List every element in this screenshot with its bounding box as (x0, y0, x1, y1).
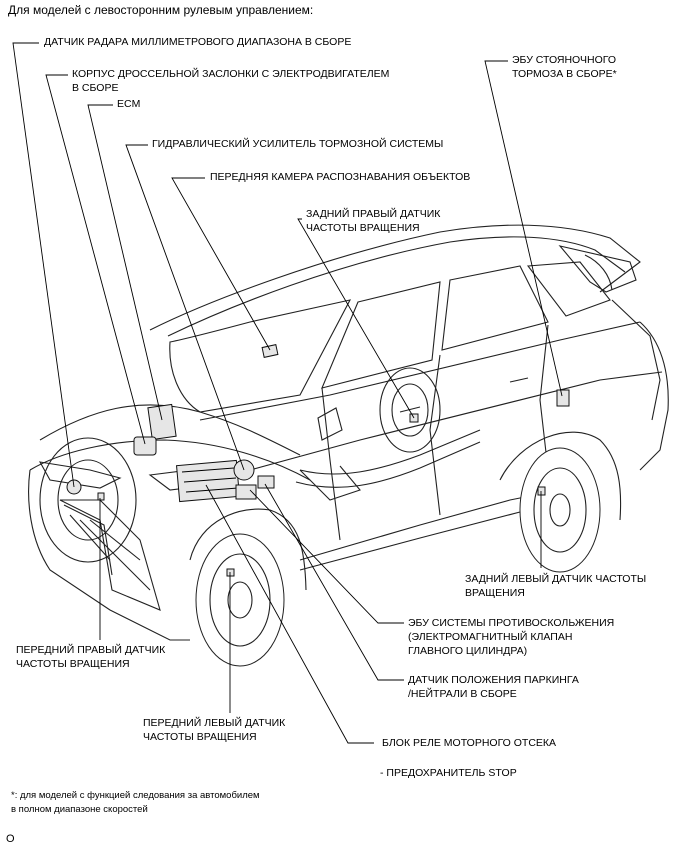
label-parking-brake-ecu-line1: ЭБУ СТОЯНОЧНОГО (512, 54, 617, 66)
label-rear-left-sensor-line2: ВРАЩЕНИЯ (465, 587, 525, 599)
label-throttle-body-line1: КОРПУС ДРОССЕЛЬНОЙ ЗАСЛОНКИ С ЭЛЕКТРОДВИ… (72, 68, 390, 80)
label-skid-control-ecu-line2: (ЭЛЕКТРОМАГНИТНЫЙ КЛАПАН (408, 631, 573, 643)
diagram-header: Для моделей с левосторонним рулевым упра… (8, 3, 314, 17)
label-parking-brake-ecu-line2: ТОРМОЗА В СБОРЕ* (512, 68, 617, 80)
footnote-line2: в полном диапазоне скоростей (11, 804, 148, 815)
label-park-neutral-switch-line1: ДАТЧИК ПОЛОЖЕНИЯ ПАРКИНГА (408, 674, 579, 686)
front-left-sensor-part (226, 568, 235, 577)
label-front-left-sensor-line2: ЧАСТОТЫ ВРАЩЕНИЯ (143, 731, 257, 743)
rear-left-sensor-part (537, 486, 546, 496)
label-brake-booster: ГИДРАВЛИЧЕСКИЙ УСИЛИТЕЛЬ ТОРМОЗНОЙ СИСТЕ… (152, 138, 444, 150)
components (66, 344, 570, 577)
label-rear-left-sensor-line1: ЗАДНИЙ ЛЕВЫЙ ДАТЧИК ЧАСТОТЫ (465, 573, 647, 585)
vehicle-outline (28, 224, 669, 667)
ecm-part (147, 403, 177, 441)
label-ecm: ECM (117, 98, 141, 110)
label-park-neutral-switch-line2: /НЕЙТРАЛИ В СБОРЕ (408, 688, 517, 700)
parking-brake-ecu-part (556, 389, 570, 407)
leader-lines (12, 42, 563, 744)
label-skid-control-ecu-line3: ГЛАВНОГО ЦИЛИНДРА) (408, 645, 528, 657)
footnote-line1: *: для моделей с функцией следования за … (11, 790, 260, 801)
label-front-left-sensor-line1: ПЕРЕДНИЙ ЛЕВЫЙ ДАТЧИК (143, 717, 286, 729)
front-camera-part (261, 344, 279, 358)
label-radar-sensor: ДАТЧИК РАДАРА МИЛЛИМЕТРОВОГО ДИАПАЗОНА В… (44, 36, 352, 48)
label-stop-fuse: - ПРЕДОХРАНИТЕЛЬ STOP (380, 767, 517, 779)
throttle-body-part (133, 436, 157, 456)
figure-code: O (6, 833, 15, 845)
label-front-right-sensor-line2: ЧАСТОТЫ ВРАЩЕНИЯ (16, 658, 130, 670)
label-relay-block: БЛОК РЕЛЕ МОТОРНОГО ОТСЕКА (382, 737, 557, 749)
label-front-camera: ПЕРЕДНЯЯ КАМЕРА РАСПОЗНАВАНИЯ ОБЪЕКТОВ (210, 171, 471, 183)
label-rear-right-sensor-line1: ЗАДНИЙ ПРАВЫЙ ДАТЧИК (306, 208, 441, 220)
park-neutral-switch-part (257, 475, 275, 489)
front-right-sensor-part (97, 492, 105, 501)
label-throttle-body-line2: В СБОРЕ (72, 82, 119, 94)
label-skid-control-ecu-line1: ЭБУ СИСТЕМЫ ПРОТИВОСКОЛЬЖЕНИЯ (408, 617, 615, 629)
label-front-right-sensor-line1: ПЕРЕДНИЙ ПРАВЫЙ ДАТЧИК (16, 644, 166, 656)
relay-block-part (176, 459, 240, 503)
skid-control-ecu-part (235, 484, 257, 500)
label-rear-right-sensor-line2: ЧАСТОТЫ ВРАЩЕНИЯ (306, 222, 420, 234)
